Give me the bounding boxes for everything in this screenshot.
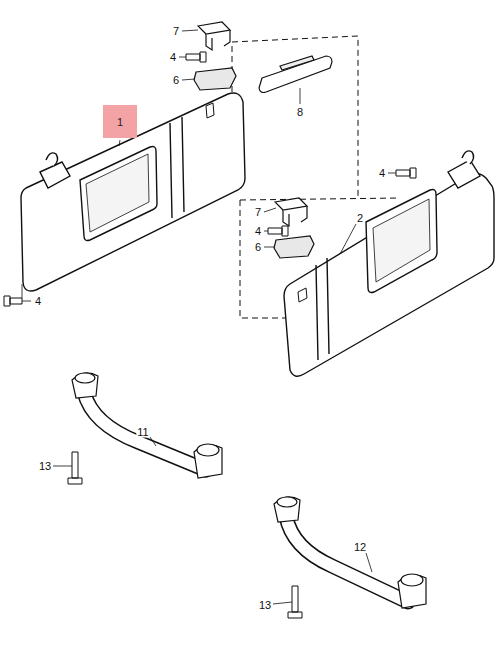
callout-number: 4 [34, 296, 42, 307]
sun-visor-right [373, 199, 430, 282]
handle-mount [194, 445, 222, 478]
sun-visor-left [21, 93, 245, 291]
clip-cover [259, 56, 332, 93]
grab-handle [286, 516, 408, 602]
leader-line [264, 208, 276, 212]
sun-visor-left [206, 103, 214, 118]
screw [186, 52, 206, 62]
mounting-bracket [283, 206, 307, 226]
leader-line [300, 88, 301, 104]
visor-clip [194, 68, 236, 90]
leader-line [366, 553, 372, 572]
mounting-bracket [275, 198, 307, 210]
callout-number: 6 [172, 75, 180, 86]
grab-handle [286, 516, 408, 602]
leader-line [22, 284, 23, 298]
handle-mount [72, 373, 98, 398]
screw [396, 168, 416, 178]
leader-line [150, 437, 156, 446]
callout-number: 8 [296, 107, 304, 118]
sun-visor-right [366, 190, 437, 293]
handle-mount [274, 497, 300, 522]
screw [68, 452, 82, 484]
visor-clip [194, 68, 314, 258]
leader-line [22, 30, 396, 604]
handle-mount [75, 373, 95, 383]
callout-number: 2 [356, 213, 364, 224]
handle-mount [401, 574, 423, 586]
grab-handle [84, 392, 408, 602]
sun-visor-left [182, 117, 184, 212]
leader-line [388, 173, 396, 174]
leader-line [53, 466, 72, 467]
clip-cover [280, 56, 314, 70]
grab-handle [84, 392, 206, 470]
handle-mount [197, 444, 219, 456]
sun-visor-right [448, 160, 480, 188]
leader-line [182, 30, 198, 31]
sun-visor-left [46, 153, 58, 166]
leader-line [22, 301, 31, 302]
sun-visor-right [298, 288, 307, 302]
sun-visor-right [284, 151, 494, 376]
handle-mount [72, 373, 426, 608]
callout-number: 13 [258, 600, 272, 611]
callout-number: 4 [169, 52, 177, 63]
callout-number: 6 [254, 242, 262, 253]
leader-line [264, 231, 268, 232]
sun-visor-right [284, 173, 494, 376]
screw [4, 296, 22, 306]
sun-visor-left [170, 123, 172, 218]
mounting-bracket [198, 22, 230, 34]
leader-line [182, 79, 195, 80]
callout-number: 12 [353, 542, 367, 553]
callout-number: 4 [254, 226, 262, 237]
clip-cover [259, 56, 332, 93]
mounting-bracket [206, 30, 230, 50]
sun-visor-right [316, 265, 318, 360]
screw [268, 226, 288, 236]
callout-number: 4 [378, 168, 386, 179]
sun-visor-left [86, 154, 149, 232]
callout-number: 7 [172, 26, 180, 37]
callout-number: 11 [136, 427, 149, 438]
leader-line [179, 57, 186, 58]
handle-mount [277, 497, 297, 507]
leader-line [340, 224, 356, 254]
sun-visor-left [21, 93, 245, 291]
sun-visor-right [327, 258, 329, 354]
visor-clip [274, 236, 314, 258]
callout-number: 13 [38, 461, 52, 472]
callout-number: 1 [117, 116, 123, 128]
callout-box: 1 [103, 105, 137, 138]
leader-line [264, 247, 275, 248]
grab-handle [84, 392, 206, 470]
sun-visor-right [462, 151, 474, 164]
leader-line [119, 140, 120, 146]
mounting-bracket [198, 22, 307, 226]
dashed-bracket [232, 36, 358, 196]
dashed-bracket [240, 198, 400, 200]
screw [4, 52, 416, 618]
leader-line [273, 602, 292, 604]
callout-number: 7 [254, 207, 262, 218]
handle-mount [398, 575, 426, 608]
sun-visor-left [80, 147, 157, 241]
